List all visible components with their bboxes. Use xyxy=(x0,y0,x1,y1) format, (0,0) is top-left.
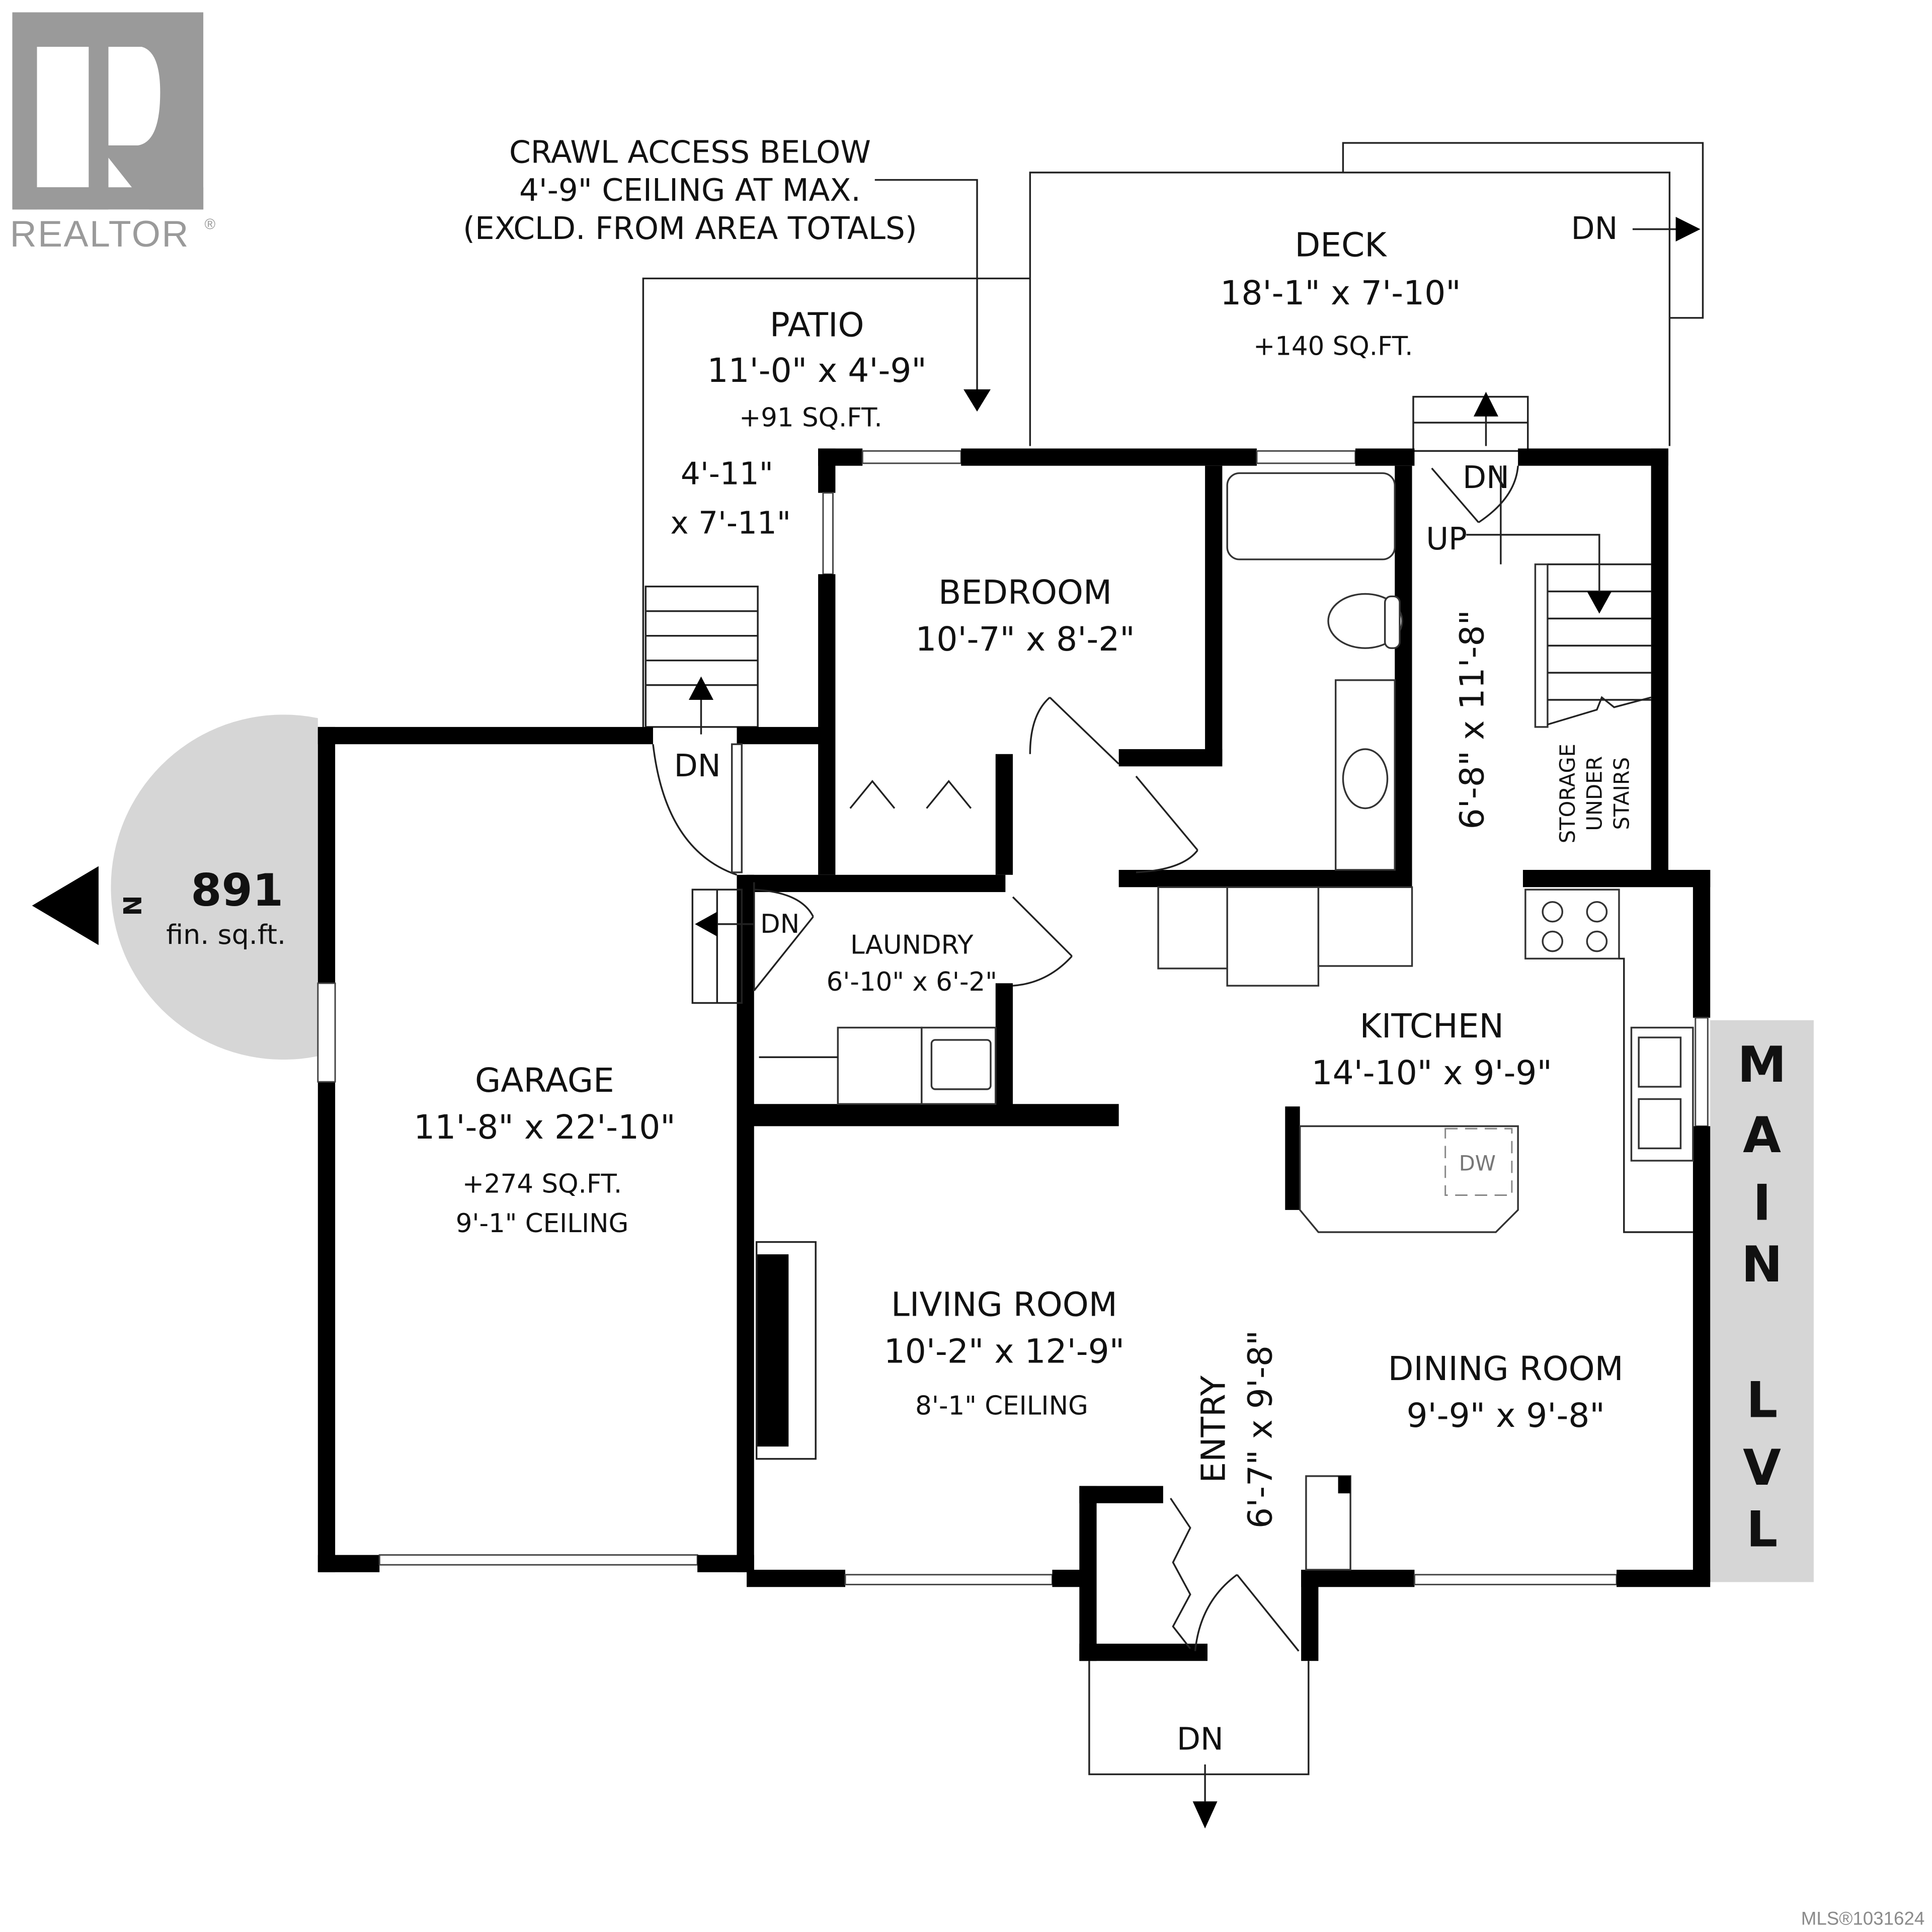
deck: DECK 18'-1" x 7'-10" +140 SQ.FT. DN xyxy=(1029,142,1704,452)
svg-text:STORAGE: STORAGE xyxy=(1555,744,1580,843)
fixtures: DW DN xyxy=(759,472,1694,1829)
svg-text:4'-9" CEILING AT MAX.: 4'-9" CEILING AT MAX. xyxy=(519,173,861,208)
entry-dims: 6'-7" x 9'-8" xyxy=(1241,1330,1279,1528)
arrow-right-icon xyxy=(1675,217,1701,242)
north-label: N xyxy=(117,896,146,916)
registered-mark: ® xyxy=(205,216,216,233)
fridge xyxy=(1226,886,1320,987)
interior-stairs: UP xyxy=(1426,465,1652,728)
svg-text:N: N xyxy=(1741,1236,1783,1294)
area-badge: N 891 fin. sq.ft. xyxy=(32,702,515,1072)
crawl-access-note: CRAWL ACCESS BELOW 4'-9" CEILING AT MAX.… xyxy=(463,134,991,412)
bedroom-name: BEDROOM xyxy=(938,573,1112,612)
arrow-down-icon xyxy=(1192,1801,1218,1829)
dining-name: DINING ROOM xyxy=(1388,1349,1624,1388)
svg-text:DN: DN xyxy=(1177,1722,1224,1757)
svg-text:18'-1" x 7'-10": 18'-1" x 7'-10" xyxy=(1220,274,1461,312)
svg-text:11'-0" x 4'-9": 11'-0" x 4'-9" xyxy=(707,351,927,390)
doors: DN DN DN xyxy=(652,460,1519,1652)
svg-text:A: A xyxy=(1743,1107,1781,1164)
living-ceiling: 8'-1" CEILING xyxy=(915,1391,1088,1421)
kitchen-island xyxy=(1299,1125,1519,1233)
living-name: LIVING ROOM xyxy=(891,1285,1117,1324)
listing-id: MLS®1031624 xyxy=(1801,1908,1925,1928)
finished-area-value: 891 xyxy=(191,864,283,916)
svg-text:DW: DW xyxy=(1459,1151,1496,1176)
bathtub-icon xyxy=(1226,472,1396,560)
realtor-logo: REALTOR ® xyxy=(10,12,216,255)
svg-text:DECK: DECK xyxy=(1295,225,1387,264)
walls xyxy=(317,448,1711,1661)
toilet-icon xyxy=(1327,593,1403,649)
svg-text:V: V xyxy=(1743,1439,1781,1497)
laundry-dims: 6'-10" x 6'-2" xyxy=(827,967,997,997)
north-arrow-icon xyxy=(32,866,99,945)
entry-name: ENTRY xyxy=(1194,1375,1233,1483)
kitchen-name: KITCHEN xyxy=(1359,1007,1503,1045)
svg-text:x 7'-11": x 7'-11" xyxy=(670,505,791,541)
svg-text:M: M xyxy=(1737,1036,1786,1094)
dishwasher-icon xyxy=(1444,1128,1513,1196)
finished-area-unit: fin. sq.ft. xyxy=(166,919,286,950)
svg-text:4'-11": 4'-11" xyxy=(681,456,773,492)
svg-text:STAIRS: STAIRS xyxy=(1609,757,1634,830)
svg-text:DN: DN xyxy=(1463,460,1509,496)
realtor-wordmark: REALTOR xyxy=(10,213,190,255)
dining-dims: 9'-9" x 9'-8" xyxy=(1407,1396,1605,1435)
svg-text:CRAWL ACCESS BELOW: CRAWL ACCESS BELOW xyxy=(509,134,871,170)
bedroom-dims: 10'-7" x 8'-2" xyxy=(915,620,1135,659)
laundry-name: LAUNDRY xyxy=(850,930,974,960)
room-labels: BEDROOM 10'-7" x 8'-2" 6'-8" x 11'-8" ST… xyxy=(414,573,1634,1528)
patio: PATIO 11'-0" x 4'-9" +91 SQ.FT. 4'-11" x… xyxy=(642,277,1030,735)
garage-ceiling: 9'-1" CEILING xyxy=(456,1209,629,1239)
svg-text:+140 SQ.FT.: +140 SQ.FT. xyxy=(1253,331,1413,361)
stairs-up-label: UP xyxy=(1426,521,1467,557)
svg-text:PATIO: PATIO xyxy=(770,306,864,345)
svg-text:I: I xyxy=(1753,1174,1771,1232)
svg-text:DN: DN xyxy=(674,748,721,784)
washer-icon xyxy=(837,1026,923,1105)
hall-dims: 6'-8" x 11'-8" xyxy=(1453,610,1492,829)
svg-text:(EXCLD. FROM AREA TOTALS): (EXCLD. FROM AREA TOTALS) xyxy=(463,211,917,247)
living-dims: 10'-2" x 12'-9" xyxy=(884,1332,1124,1371)
svg-text:+91 SQ.FT.: +91 SQ.FT. xyxy=(739,403,882,433)
arrow-up-icon xyxy=(688,676,713,700)
stairs-down-label: DN xyxy=(1571,211,1618,247)
arrow-left-icon xyxy=(695,912,717,937)
svg-text:L: L xyxy=(1746,1501,1778,1558)
svg-text:DN: DN xyxy=(760,909,799,939)
svg-text:L: L xyxy=(1746,1372,1778,1429)
garage-area: +274 SQ.FT. xyxy=(462,1169,622,1199)
arrow-down-icon xyxy=(963,389,991,412)
garage-dims: 11'-8" x 22'-10" xyxy=(414,1108,675,1147)
garage-name: GARAGE xyxy=(475,1061,614,1100)
level-tab: M A I N L V L xyxy=(1710,1020,1814,1582)
arrow-down-icon xyxy=(1587,591,1612,614)
kitchen-dims: 14'-10" x 9'-9" xyxy=(1312,1054,1552,1092)
arrow-up-icon xyxy=(1473,391,1498,417)
svg-text:UNDER: UNDER xyxy=(1582,756,1607,831)
sink-icon xyxy=(1342,748,1389,810)
